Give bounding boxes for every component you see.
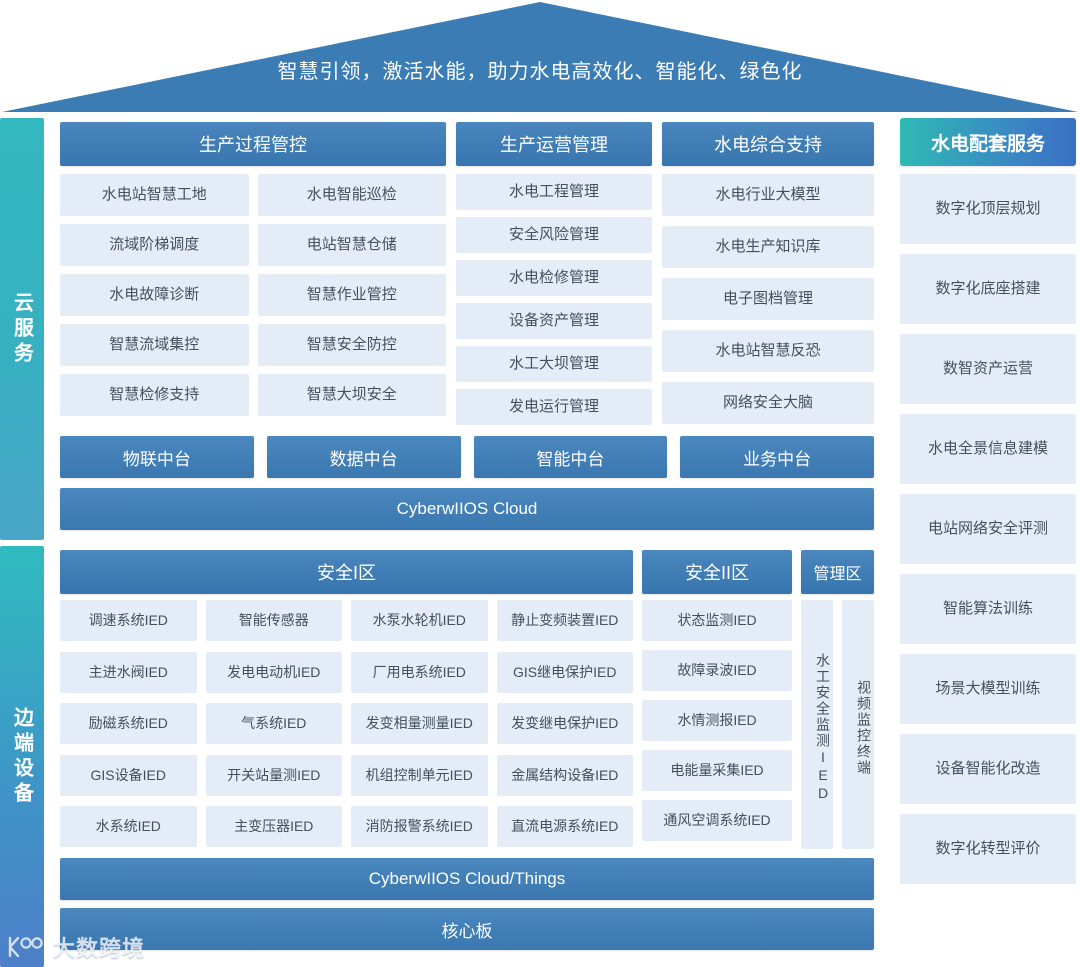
ied-tile[interactable]: 静止变频装置IED (496, 600, 633, 641)
ied-tile[interactable]: 气系统IED (205, 703, 342, 745)
service-tile[interactable]: 安全风险管理 (456, 217, 652, 253)
ied-tile-vertical[interactable]: 水工安全监测IED (801, 600, 833, 849)
ied-tile[interactable]: 主变压器IED (205, 806, 342, 848)
ied-tile[interactable]: 开关站量测IED (205, 754, 342, 796)
column-production-process-control: 生产过程管控 水电站智慧工地 流域阶梯调度 水电故障诊断 智慧流域集控 智慧检修… (60, 122, 446, 416)
watermark-text: 大数跨境 (53, 936, 146, 961)
ied-tile[interactable]: 调速系统IED (60, 600, 197, 641)
management-zone-list: 水工安全监测IED 视频监控终端 (801, 600, 874, 849)
service-tile[interactable]: 智慧大坝安全 (257, 374, 446, 416)
column-production-operation-management: 生产运营管理 水电工程管理 安全风险管理 水电检修管理 设备资产管理 水工大坝管… (456, 122, 652, 425)
platform-bar-business[interactable]: 业务中台 (680, 436, 874, 478)
column-hydropower-comprehensive-support: 水电综合支持 水电行业大模型 水电生产知识库 电子图档管理 水电站智慧反恐 网络… (662, 122, 874, 424)
service-tile[interactable]: 水电智能巡检 (257, 174, 446, 216)
column-title-hydropower-comprehensive-support[interactable]: 水电综合支持 (662, 122, 874, 166)
ied-tile[interactable]: 直流电源系统IED (496, 806, 633, 848)
ied-tile[interactable]: 水泵水轮机IED (351, 600, 488, 641)
core-board-bar[interactable]: 核心板 (60, 908, 874, 950)
ied-tile[interactable]: 故障录波IED (642, 650, 792, 691)
zone1-ied-grid: 调速系统IED 智能传感器 水泵水轮机IED 静止变频装置IED 主进水阀IED… (60, 600, 633, 849)
services-title[interactable]: 水电配套服务 (900, 118, 1076, 166)
subcolumn-right: 水电智能巡检 电站智慧仓储 智慧作业管控 智慧安全防控 智慧大坝安全 (257, 174, 446, 416)
service-tile[interactable]: 水电检修管理 (456, 260, 652, 296)
service-tile[interactable]: 智慧流域集控 (60, 324, 249, 366)
platform-bar-data[interactable]: 数据中台 (266, 436, 461, 478)
ied-tile[interactable]: 机组控制单元IED (351, 754, 488, 796)
rail-cloud-services: 云服务 (0, 118, 44, 540)
platform-bar-iot[interactable]: 物联中台 (60, 436, 254, 478)
rail-edge-devices: 边端设备 (0, 546, 44, 967)
service-item[interactable]: 数字化转型评价 (900, 814, 1076, 884)
edge-devices-panel: 安全I区 安全II区 管理区 调速系统IED 智能传感器 水泵水轮机IED 静止… (52, 546, 882, 967)
service-tile[interactable]: 智慧作业管控 (257, 274, 446, 316)
zone-header-management[interactable]: 管理区 (801, 550, 874, 594)
ied-tile[interactable]: 金属结构设备IED (496, 754, 633, 796)
service-tile[interactable]: 智慧检修支持 (60, 374, 249, 416)
service-tile[interactable]: 水电行业大模型 (662, 174, 874, 216)
service-tile[interactable]: 设备资产管理 (456, 303, 652, 339)
service-item[interactable]: 智能算法训练 (900, 574, 1076, 644)
column-title-production-operation-management[interactable]: 生产运营管理 (456, 122, 652, 166)
ied-tile-vertical[interactable]: 视频监控终端 (842, 600, 874, 849)
supporting-services-column: 水电配套服务 数字化顶层规划 数字化底座搭建 数智资产运营 水电全景信息建模 电… (900, 118, 1076, 884)
ied-tile[interactable]: 消防报警系统IED (351, 806, 488, 848)
roof-banner: 智慧引领，激活水能，助力水电高效化、智能化、绿色化 (0, 0, 1080, 116)
ied-tile[interactable]: 主进水阀IED (60, 651, 197, 693)
middle-platform-row: 物联中台 数据中台 智能中台 业务中台 (60, 436, 874, 478)
ied-tile[interactable]: GIS设备IED (60, 754, 197, 796)
edge-zone-grid: 调速系统IED 智能传感器 水泵水轮机IED 静止变频装置IED 主进水阀IED… (60, 600, 874, 849)
ied-tile[interactable]: 发变继电保护IED (496, 703, 633, 745)
service-tile[interactable]: 电子图档管理 (662, 278, 874, 320)
roof-slogan: 智慧引领，激活水能，助力水电高效化、智能化、绿色化 (277, 61, 803, 83)
service-tile[interactable]: 水电生产知识库 (662, 226, 874, 268)
service-tile[interactable]: 水电工程管理 (456, 174, 652, 210)
ied-tile[interactable]: 厂用电系统IED (351, 651, 488, 693)
roof-triangle-icon (2, 2, 1078, 112)
zone-header-security-1[interactable]: 安全I区 (60, 550, 633, 594)
edge-zone-headers: 安全I区 安全II区 管理区 (60, 550, 874, 594)
zone2-ied-list: 状态监测IED 故障录波IED 水情测报IED 电能量采集IED 通风空调系统I… (642, 600, 792, 849)
service-item[interactable]: 水电全景信息建模 (900, 414, 1076, 484)
ied-tile[interactable]: 水情测报IED (642, 700, 792, 741)
cloud-os-bar[interactable]: CyberwIIOS Cloud (60, 488, 874, 530)
service-item[interactable]: 设备智能化改造 (900, 734, 1076, 804)
service-tile[interactable]: 流域阶梯调度 (60, 224, 249, 266)
rail-cloud-label: 云服务 (10, 291, 33, 367)
rail-edge-label: 边端设备 (10, 706, 33, 807)
ied-tile[interactable]: 励磁系统IED (60, 703, 197, 745)
service-item[interactable]: 电站网络安全评测 (900, 494, 1076, 564)
service-item[interactable]: 场景大模型训练 (900, 654, 1076, 724)
service-item[interactable]: 数字化顶层规划 (900, 174, 1076, 244)
service-tile[interactable]: 水电站智慧工地 (60, 174, 249, 216)
cloud-services-panel: 生产过程管控 水电站智慧工地 流域阶梯调度 水电故障诊断 智慧流域集控 智慧检修… (52, 118, 882, 540)
service-item[interactable]: 数字化底座搭建 (900, 254, 1076, 324)
service-tile[interactable]: 网络安全大脑 (662, 382, 874, 424)
ied-tile[interactable]: 发电电动机IED (205, 651, 342, 693)
column-title-production-process-control[interactable]: 生产过程管控 (60, 122, 446, 166)
zone-header-security-2[interactable]: 安全II区 (642, 550, 792, 594)
things-os-bar[interactable]: CyberwIIOS Cloud/Things (60, 858, 874, 900)
ied-tile[interactable]: 发变相量测量IED (351, 703, 488, 745)
ied-tile[interactable]: 电能量采集IED (642, 750, 792, 791)
ied-tile[interactable]: 水系统IED (60, 806, 197, 848)
ied-tile[interactable]: 通风空调系统IED (642, 800, 792, 841)
services-list: 数字化顶层规划 数字化底座搭建 数智资产运营 水电全景信息建模 电站网络安全评测… (900, 174, 1076, 884)
ied-tile[interactable]: 状态监测IED (642, 600, 792, 641)
service-tile[interactable]: 水电站智慧反恐 (662, 330, 874, 372)
subcolumn-left: 水电站智慧工地 流域阶梯调度 水电故障诊断 智慧流域集控 智慧检修支持 (60, 174, 249, 416)
watermark: 大数跨境 (6, 931, 145, 963)
ied-tile[interactable]: GIS继电保护IED (496, 651, 633, 693)
ied-tile[interactable]: 智能传感器 (205, 600, 342, 641)
service-item[interactable]: 数智资产运营 (900, 334, 1076, 404)
service-tile[interactable]: 智慧安全防控 (257, 324, 446, 366)
service-tile[interactable]: 水电故障诊断 (60, 274, 249, 316)
service-tile[interactable]: 发电运行管理 (456, 389, 652, 425)
service-tile[interactable]: 电站智慧仓储 (257, 224, 446, 266)
service-tile[interactable]: 水工大坝管理 (456, 346, 652, 382)
platform-bar-ai[interactable]: 智能中台 (473, 436, 668, 478)
dashuakuajing-logo-icon (8, 936, 43, 958)
